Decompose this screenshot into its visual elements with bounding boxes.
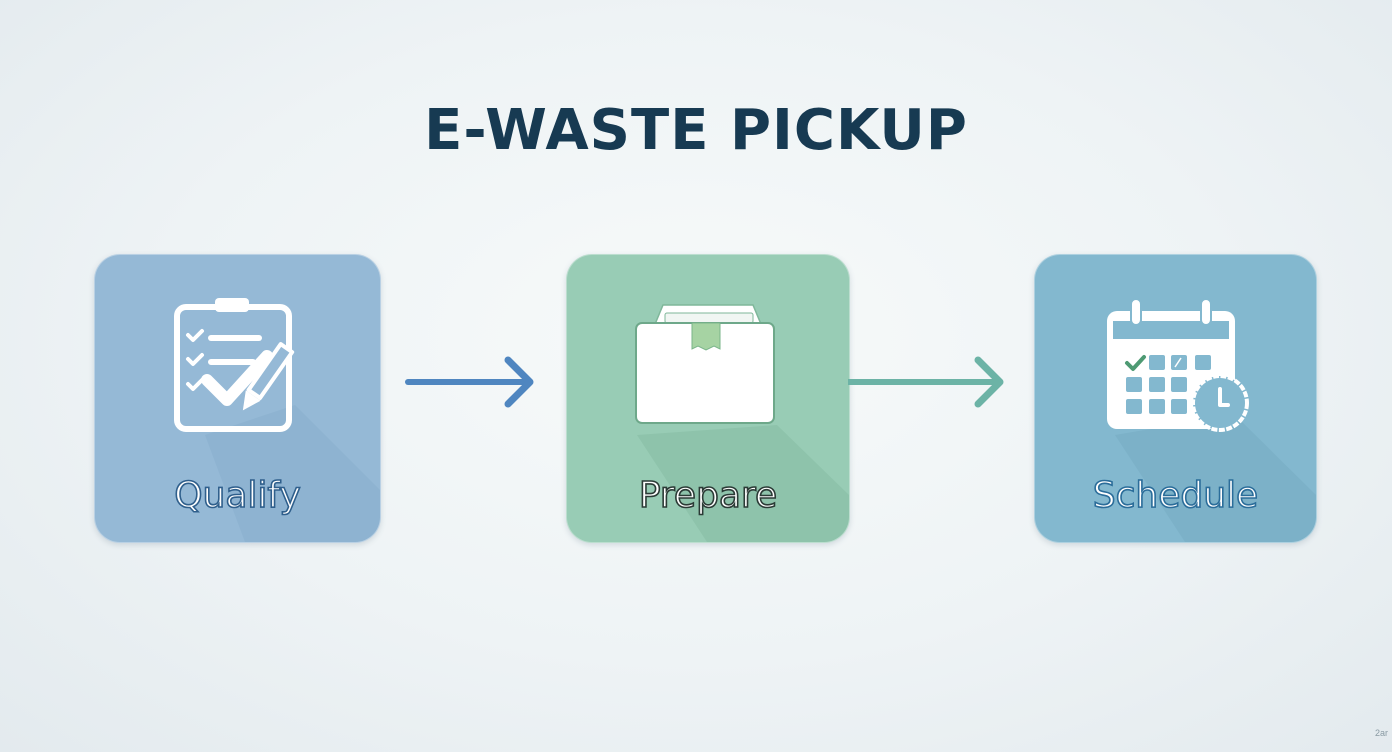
clipboard-checklist-pencil-icon <box>173 298 294 432</box>
calendar-clock-icon <box>1106 298 1249 432</box>
arrow-right-icon <box>848 356 1004 408</box>
open-box-icon <box>635 304 775 424</box>
step-label-prepare: Prepare <box>638 474 778 517</box>
step-card-qualify: Qualify <box>94 254 381 543</box>
watermark: 2ar <box>1374 728 1388 738</box>
step-label-schedule: Schedule <box>1092 474 1259 517</box>
step-label-qualify: Qualify <box>173 474 301 517</box>
step-card-prepare: Prepare <box>566 254 850 543</box>
step-card-schedule: Schedule <box>1034 254 1317 543</box>
page-title: E-WASTE PICKUP <box>424 98 968 163</box>
arrow-right-icon <box>405 356 534 408</box>
